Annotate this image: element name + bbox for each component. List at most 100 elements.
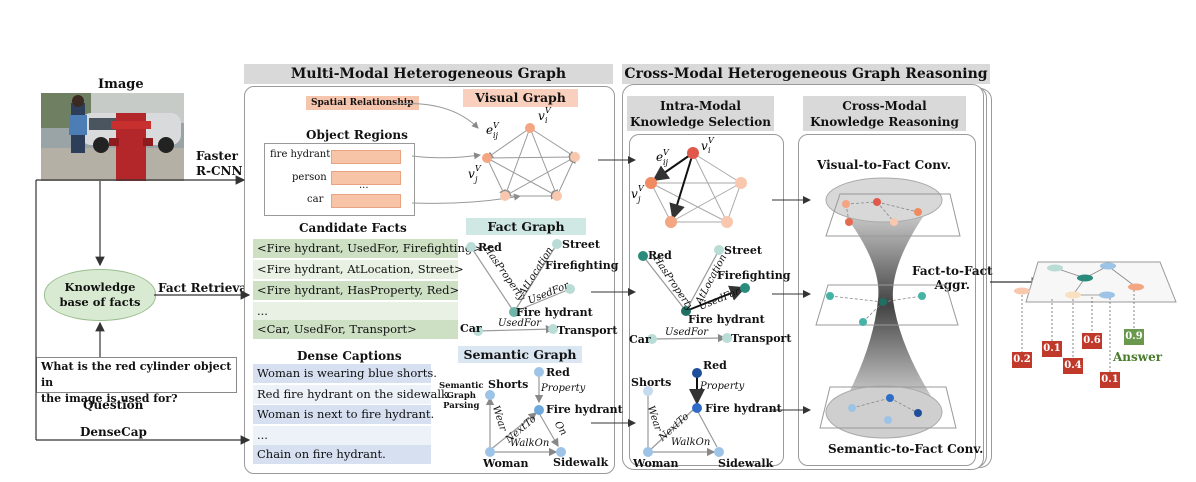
fact-graph — [466, 239, 575, 336]
svg-text:i: i — [545, 116, 548, 125]
intra-fact-graph — [638, 245, 750, 344]
caption-3: Woman is next to fire hydrant. — [253, 405, 434, 424]
region-feature-1 — [331, 150, 401, 164]
svg-text:v: v — [468, 167, 475, 181]
svg-text:V: V — [475, 164, 482, 173]
caption-5: Chain on fire hydrant. — [253, 445, 431, 464]
region-feature-2 — [331, 171, 401, 185]
svg-text:V: V — [638, 184, 645, 193]
object-regions-title: Object Regions — [306, 128, 408, 142]
svg-text:v: v — [631, 187, 638, 201]
s2f-label: Semantic-to-Fact Conv. — [828, 442, 984, 456]
caption-1: Woman is wearing blue shorts. — [253, 364, 437, 383]
answer-score-2: 0.1 — [1042, 341, 1062, 357]
svg-text:e: e — [486, 123, 493, 137]
answer-graph — [1014, 261, 1177, 380]
fact-5: <Car, UsedFor, Transport> — [253, 320, 458, 339]
svg-text:v: v — [701, 139, 708, 153]
fact-retrieval-label: Fact Retrieval — [158, 281, 252, 295]
intra-sem-node-red: Red — [703, 359, 727, 372]
svg-text:v: v — [538, 109, 545, 123]
intra-fact-node-red: Red — [648, 249, 672, 262]
svg-text:V: V — [708, 136, 715, 145]
svg-text:j: j — [473, 175, 478, 184]
svg-text:ij: ij — [493, 131, 499, 140]
visual-graph: e V ij v V i v V j — [394, 103, 580, 204]
sem-node-red: Red — [546, 366, 570, 379]
fact-3: <Fire hydrant, HasProperty, Red> — [253, 281, 459, 300]
intra-sem-node-shorts: Shorts — [631, 376, 672, 389]
object-label-car: car — [307, 194, 324, 205]
fact-node-fire-hydrant: Fire hydrant — [516, 306, 593, 319]
sem-node-sidewalk: Sidewalk — [553, 456, 609, 469]
fact-1: <Fire hydrant, UsedFor, Firefighting> — [253, 239, 482, 258]
sem-node-shorts: Shorts — [488, 378, 529, 391]
intra-visual-graph: e V ij v V i v V j — [631, 136, 747, 228]
svg-text:i: i — [708, 146, 711, 155]
cross-modal-hourglass — [815, 177, 961, 439]
intra-sem-node-fire-hydrant: Fire hydrant — [705, 402, 782, 415]
svg-text:V: V — [663, 148, 670, 157]
object-label-person: person — [292, 172, 327, 183]
svg-text:e: e — [656, 150, 663, 164]
object-regions-box — [264, 143, 415, 216]
input-photo — [41, 93, 184, 181]
answer-score-3: 0.4 — [1063, 358, 1083, 374]
visual-graph-tag: Visual Graph — [463, 89, 578, 107]
spatial-relationship-tag: Spatial Relationship — [306, 96, 419, 110]
svg-text:j: j — [636, 195, 641, 204]
densecap-label: DenseCap — [80, 425, 147, 439]
object-ellipsis: ... — [359, 180, 369, 191]
svg-text:V: V — [545, 106, 552, 115]
fact-node-street: Street — [562, 238, 600, 251]
fact-2: <Fire hydrant, AtLocation, Street> — [253, 260, 464, 279]
answer-score-5: 0.1 — [1100, 372, 1120, 388]
answer-label: Answer — [1113, 350, 1163, 364]
intra-sem-edge-walk-on: WalkOn — [671, 437, 711, 448]
fact-node-red: Red — [478, 241, 502, 254]
intra-sem-edge-property: Property — [700, 381, 745, 392]
fact-node-car: Car — [460, 322, 482, 335]
intra-modal-panel — [629, 134, 784, 466]
v2f-label: Visual-to-Fact Conv. — [817, 158, 951, 172]
intra-fact-node-fire-hydrant: Fire hydrant — [688, 313, 765, 326]
svg-text:V: V — [493, 121, 500, 130]
sem-node-fire-hydrant: Fire hydrant — [546, 403, 623, 416]
svg-text:ij: ij — [663, 158, 669, 167]
construction-to-reasoning-arrows — [591, 156, 636, 427]
answer-score-4: 0.6 — [1082, 333, 1102, 349]
intra-fact-node-firefighting: Firefighting — [717, 269, 791, 282]
fact-ellipsis: ... — [253, 302, 458, 321]
intra-semantic-graph — [643, 368, 724, 457]
caption-ellipsis: ... — [253, 426, 431, 445]
sem-edge-walk-on: WalkOn — [510, 438, 550, 449]
intra-fact-node-car: Car — [629, 333, 651, 346]
intra-sem-node-woman: Woman — [633, 457, 679, 470]
caption-2: Red fire hydrant on the sidewalk. — [253, 385, 452, 404]
semantic-graph-tag: Semantic Graph — [458, 346, 582, 363]
fact-node-firefighting: Firefighting — [545, 259, 619, 272]
candidate-facts-title: Candidate Facts — [299, 221, 407, 235]
answer-score-1: 0.2 — [1012, 352, 1032, 368]
left-connectors — [35, 175, 251, 445]
image-label: Image — [98, 77, 144, 92]
fact-edge-used-for-car: UsedFor — [498, 318, 542, 329]
intra-fact-node-street: Street — [724, 244, 762, 257]
semantic-graph — [485, 367, 566, 457]
fact-graph-tag: Fact Graph — [466, 218, 586, 235]
question-label: Question — [83, 398, 144, 412]
answer-score-6: 0.9 — [1124, 329, 1144, 345]
intra-fact-edge-used-for-car: UsedFor — [665, 327, 709, 338]
sem-node-woman: Woman — [483, 457, 529, 470]
fact-node-transport: Transport — [557, 324, 618, 337]
object-label-fire-hydrant: fire hydrant — [270, 149, 331, 160]
dense-captions-title: Dense Captions — [297, 349, 402, 363]
region-feature-3 — [331, 194, 401, 208]
